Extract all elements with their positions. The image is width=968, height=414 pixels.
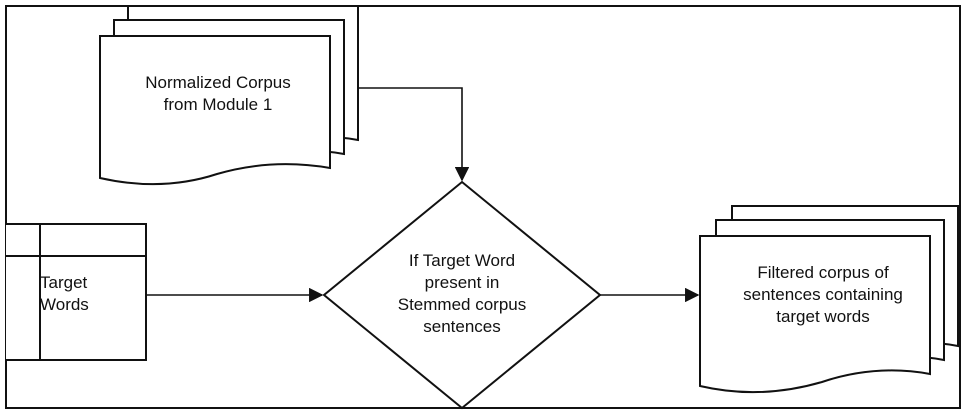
target-words-storage	[6, 223, 147, 361]
normalized-corpus-document-stack	[99, 5, 359, 186]
decision-label: If Target Word present in Stemmed corpus…	[397, 251, 527, 336]
filtered-corpus-label: Filtered corpus of sentences containing …	[743, 263, 903, 326]
decision-diamond	[322, 180, 602, 410]
filtered-corpus-document-stack	[699, 205, 959, 394]
normalized-corpus-label: Normalized Corpus from Module 1	[145, 73, 291, 114]
corpus-to-decision-arrow	[358, 87, 470, 182]
target-words-label: Target Words	[40, 273, 89, 314]
